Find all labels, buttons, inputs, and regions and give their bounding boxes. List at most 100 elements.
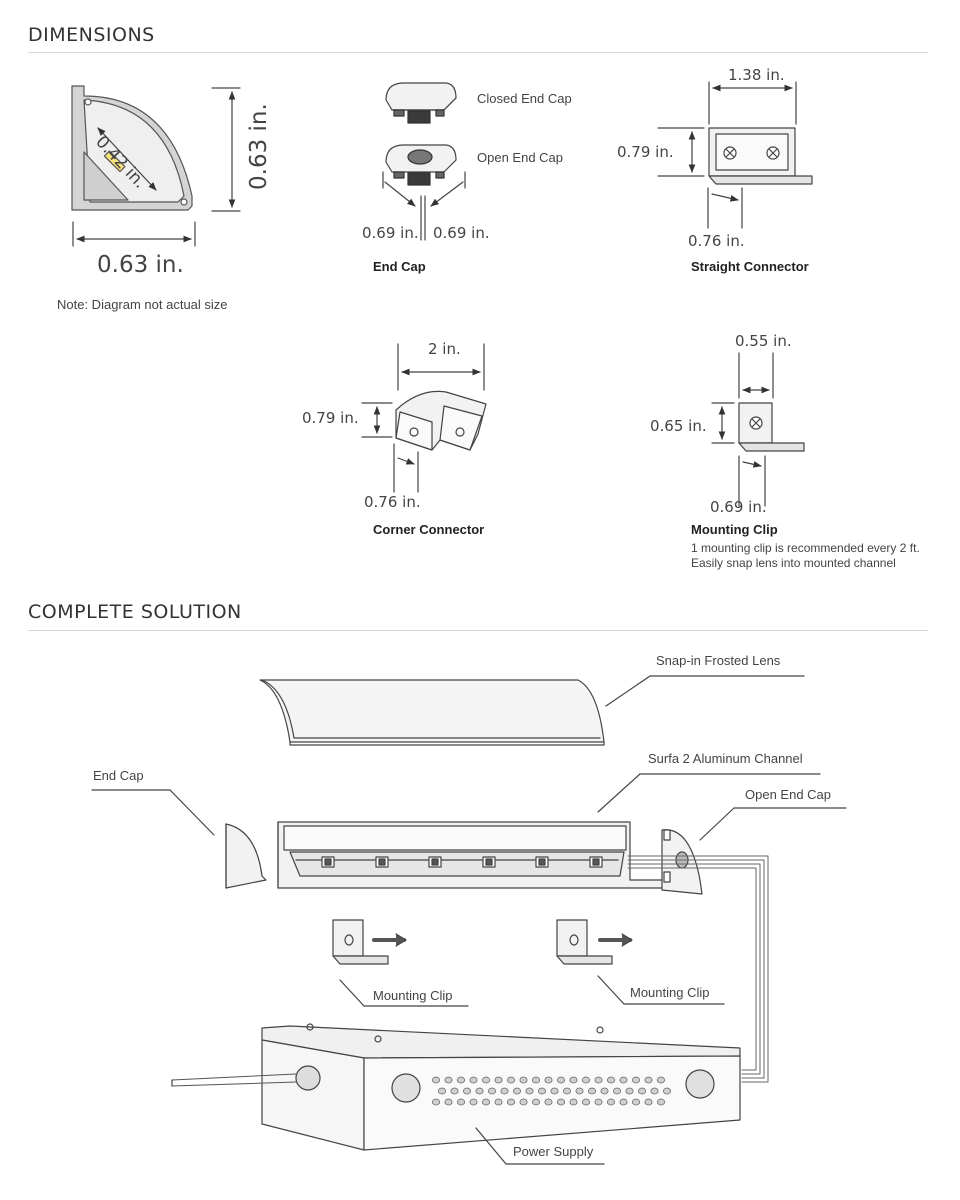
callout-open-end-cap: Open End Cap <box>745 787 832 802</box>
end-cap-dim-right: 0.69 in. <box>433 224 490 242</box>
vent-hole <box>594 1098 603 1106</box>
assembly-clip-left <box>332 919 469 1007</box>
end-cap-caption: End Cap <box>373 259 426 274</box>
vent-hole <box>506 1076 515 1084</box>
closed-end-cap-label: Closed End Cap <box>477 91 572 106</box>
vent-hole <box>632 1098 641 1106</box>
vent-hole <box>619 1098 628 1106</box>
vent-hole <box>657 1076 666 1084</box>
vent-hole <box>625 1087 634 1095</box>
vent-hole <box>519 1076 528 1084</box>
right-open-end-cap-drawing <box>661 807 847 895</box>
corner-connector-height: 0.79 in. <box>302 409 359 427</box>
profile-height-label: 0.63 in. <box>246 103 272 190</box>
vent-hole <box>532 1098 541 1106</box>
vent-hole <box>588 1087 597 1095</box>
led-strip-chips <box>321 856 603 868</box>
vent-hole <box>569 1098 578 1106</box>
aluminum-channel-drawing <box>277 773 821 889</box>
vent-hole <box>613 1087 622 1095</box>
mounting-clip-caption: Mounting Clip <box>691 522 778 537</box>
callout-frosted-lens: Snap-in Frosted Lens <box>656 653 781 668</box>
vent-hole <box>644 1076 653 1084</box>
vent-hole <box>550 1087 559 1095</box>
straight-connector-height: 0.79 in. <box>617 143 674 161</box>
straight-connector-depth: 0.76 in. <box>688 232 745 250</box>
vent-hole <box>644 1098 653 1106</box>
vent-hole <box>607 1098 616 1106</box>
vent-hole <box>494 1076 503 1084</box>
vent-hole <box>456 1098 465 1106</box>
vent-hole <box>569 1076 578 1084</box>
profile-note: Note: Diagram not actual size <box>57 297 228 312</box>
vent-hole <box>650 1087 659 1095</box>
vent-hole <box>475 1087 484 1095</box>
corner-connector-depth: 0.76 in. <box>364 493 421 511</box>
closed-end-cap-drawing <box>385 82 457 124</box>
callout-end-cap: End Cap <box>93 768 144 783</box>
vent-hole <box>469 1098 478 1106</box>
mounting-clip-note-1: 1 mounting clip is recommended every 2 f… <box>691 541 920 555</box>
vent-hole <box>607 1076 616 1084</box>
frosted-lens-drawing <box>259 675 805 746</box>
callout-aluminum-channel: Surfa 2 Aluminum Channel <box>648 751 803 766</box>
dimensions-title: DIMENSIONS <box>28 24 155 46</box>
wiring <box>627 855 769 1083</box>
vent-hole <box>513 1087 522 1095</box>
vent-hole <box>538 1087 547 1095</box>
vent-hole <box>469 1076 478 1084</box>
vent-hole <box>494 1098 503 1106</box>
vent-hole <box>444 1098 453 1106</box>
corner-connector-drawing <box>361 343 487 493</box>
vent-hole <box>519 1098 528 1106</box>
vent-hole <box>638 1087 647 1095</box>
profile-cross-section <box>71 85 241 247</box>
vent-hole <box>632 1076 641 1084</box>
vent-hole <box>431 1076 440 1084</box>
vent-hole <box>487 1087 496 1095</box>
corner-connector-width: 2 in. <box>428 340 461 358</box>
vent-hole <box>481 1076 490 1084</box>
vent-hole <box>450 1087 459 1095</box>
vent-hole <box>557 1076 566 1084</box>
straight-connector-width: 1.38 in. <box>728 66 785 84</box>
corner-connector-caption: Corner Connector <box>373 522 485 537</box>
vent-hole <box>600 1087 609 1095</box>
callout-power-supply: Power Supply <box>513 1144 594 1159</box>
vent-hole <box>506 1098 515 1106</box>
complete-solution-divider <box>28 630 928 631</box>
vent-hole <box>532 1076 541 1084</box>
vent-hole <box>456 1076 465 1084</box>
vent-hole <box>563 1087 572 1095</box>
vent-hole <box>444 1076 453 1084</box>
vent-hole <box>462 1087 471 1095</box>
vent-hole <box>525 1087 534 1095</box>
callout-mounting-clip-left: Mounting Clip <box>373 988 453 1003</box>
complete-solution-title: COMPLETE SOLUTION <box>28 601 242 623</box>
vent-hole <box>594 1076 603 1084</box>
vent-hole <box>619 1076 628 1084</box>
vent-hole <box>481 1098 490 1106</box>
callout-mounting-clip-right: Mounting Clip <box>630 985 710 1000</box>
vent-hole <box>544 1076 553 1084</box>
assembly-clip-right <box>556 919 725 1005</box>
mounting-clip-drawing <box>711 352 805 507</box>
open-end-cap-label: Open End Cap <box>477 150 564 165</box>
vent-hole <box>431 1098 440 1106</box>
vent-hole <box>437 1087 446 1095</box>
open-end-cap-drawing <box>382 144 466 241</box>
profile-width-label: 0.63 in. <box>97 252 184 278</box>
power-supply-vent-holes <box>431 1076 672 1106</box>
vent-hole <box>657 1098 666 1106</box>
left-end-cap-drawing <box>91 789 267 889</box>
mounting-clip-height: 0.65 in. <box>650 417 707 435</box>
mounting-clip-width: 0.55 in. <box>735 332 792 350</box>
vent-hole <box>575 1087 584 1095</box>
mounting-clip-depth: 0.69 in. <box>710 498 767 516</box>
vent-hole <box>557 1098 566 1106</box>
end-cap-dim-left: 0.69 in. <box>362 224 419 242</box>
vent-hole <box>582 1076 591 1084</box>
dimensions-divider <box>28 52 928 53</box>
straight-connector-caption: Straight Connector <box>691 259 809 274</box>
